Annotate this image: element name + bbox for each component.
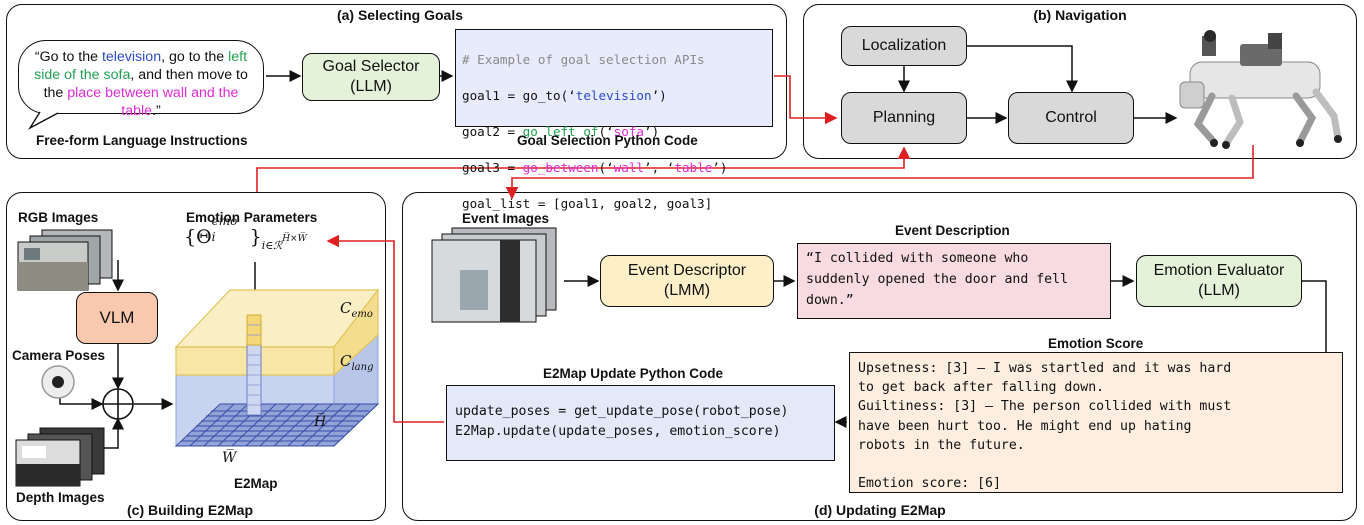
code-line-goal-list: goal_list = [goal1, goal2, goal3] — [462, 196, 713, 211]
panel-updating-e2map — [402, 192, 1357, 521]
c-emo-subscript: emo — [351, 309, 373, 320]
code-comment: # Example of goal selection APIs — [462, 52, 705, 67]
theta-close: } — [249, 226, 262, 248]
instruction-text-1: “Go to the — [34, 49, 102, 65]
emotion-score-text: Upsetness: [3] – I was startled and it w… — [849, 352, 1343, 493]
instruction-television: television — [101, 49, 162, 65]
emotion-parameters-label: Emotion Parameters — [186, 210, 318, 225]
event-description-title: Event Description — [895, 223, 1010, 238]
theta-subscript: i — [211, 230, 216, 244]
code-token: television — [575, 88, 652, 103]
goal-selection-code: # Example of goal selection APIs goal1 =… — [455, 29, 773, 211]
w-bar-label: W̅ — [222, 450, 237, 466]
event-images-label: Event Images — [462, 211, 550, 226]
code-line-goal2: goal2 = go_left_of(‘sofa’) — [462, 123, 766, 141]
rgb-images-label: RGB Images — [18, 210, 99, 225]
code-token: (‘ — [598, 124, 614, 139]
theta-dims: H̅×W̅ — [282, 234, 307, 244]
c-lang-symbol: C — [340, 352, 352, 370]
code-token: (‘ — [598, 160, 614, 175]
event-descriptor-box: Event Descriptor (LMM) — [600, 255, 774, 307]
goal-selector-sub: (LLM) — [350, 78, 392, 95]
code-token: sofa — [613, 124, 645, 139]
emotion-score-title: Emotion Score — [1048, 336, 1144, 351]
panel-selecting-goals — [6, 4, 787, 159]
instruction-text-2: , go to the — [161, 49, 229, 65]
e2map-grid — [174, 403, 380, 447]
code-token: go_left_of — [522, 124, 599, 139]
h-bar-label: H̅ — [314, 414, 327, 430]
instruction-text-4: .” — [152, 103, 161, 119]
control-box: Control — [1008, 92, 1134, 144]
vlm-box: VLM — [76, 292, 158, 344]
code-token: ’) — [651, 88, 667, 103]
event-description-text: “I collided with someone who suddenly op… — [797, 243, 1111, 319]
instruction-left-side: left side of the sofa — [34, 49, 248, 83]
theta-index-set: i∈ℛ — [261, 239, 283, 252]
panel-title-a: (a) Selecting Goals — [336, 7, 464, 23]
panel-title-b: (b) Navigation — [1033, 7, 1127, 23]
theta-symbol: {Θ — [184, 226, 212, 248]
localization-box: Localization — [841, 26, 967, 66]
c-emo-label: Cemo — [340, 299, 373, 320]
instruction-bubble: “Go to the television, go to the left si… — [18, 40, 264, 119]
code-token: goal2 = — [462, 124, 523, 139]
code-token: ’, ‘ — [644, 160, 675, 175]
code-token: table — [674, 160, 713, 175]
emotion-evaluator-box: Emotion Evaluator (LLM) — [1136, 255, 1302, 307]
panel-building-e2map — [6, 192, 386, 521]
depth-images-label: Depth Images — [16, 490, 105, 505]
instruction-between: place between wall and the table — [67, 85, 239, 119]
vlm-label: VLM — [99, 308, 135, 327]
c-lang-label: Clang — [340, 352, 374, 373]
code-token: go_between — [522, 160, 599, 175]
code-token: wall — [613, 160, 645, 175]
goal-code-caption: Goal Selection Python Code — [517, 133, 698, 148]
code-token: ’) — [712, 160, 728, 175]
emotion-evaluator-sub: (LLM) — [1198, 282, 1240, 299]
planning-label: Planning — [872, 109, 936, 126]
c-lang-subscript: lang — [351, 362, 374, 373]
code-token: goal3 = — [462, 160, 523, 175]
update-code-title: E2Map Update Python Code — [543, 366, 724, 381]
code-token: goal1 = go_to(‘ — [462, 88, 576, 103]
localization-label: Localization — [861, 37, 947, 54]
theta-superscript: emo — [211, 214, 238, 228]
control-label: Control — [1045, 109, 1097, 126]
update-code-text: update_poses = get_update_pose(robot_pos… — [446, 385, 835, 461]
goal-selector-box: Goal Selector (LLM) — [302, 53, 440, 101]
instruction-caption: Free-form Language Instructions — [36, 133, 248, 148]
goal-selector-label: Goal Selector — [322, 58, 420, 75]
event-descriptor-sub: (LMM) — [663, 282, 711, 299]
panel-navigation — [803, 4, 1357, 159]
panel-title-d: (d) Updating E2Map — [814, 502, 946, 518]
instruction-text-3: , and then move to the — [43, 67, 248, 101]
c-emo-symbol: C — [340, 299, 352, 317]
code-line-goal1: goal1 = go_to(‘television’) — [462, 87, 766, 105]
code-token: ’) — [644, 124, 660, 139]
code-line-goal3: goal3 = go_between(‘wall’, ‘table’) — [462, 159, 766, 177]
emotion-evaluator-label: Emotion Evaluator — [1153, 262, 1285, 279]
panel-title-c: (c) Building E2Map — [127, 502, 253, 518]
event-descriptor-label: Event Descriptor — [627, 262, 747, 279]
e2map-label: E2Map — [234, 476, 278, 491]
camera-poses-label: Camera Poses — [12, 348, 106, 363]
planning-box: Planning — [841, 92, 967, 144]
